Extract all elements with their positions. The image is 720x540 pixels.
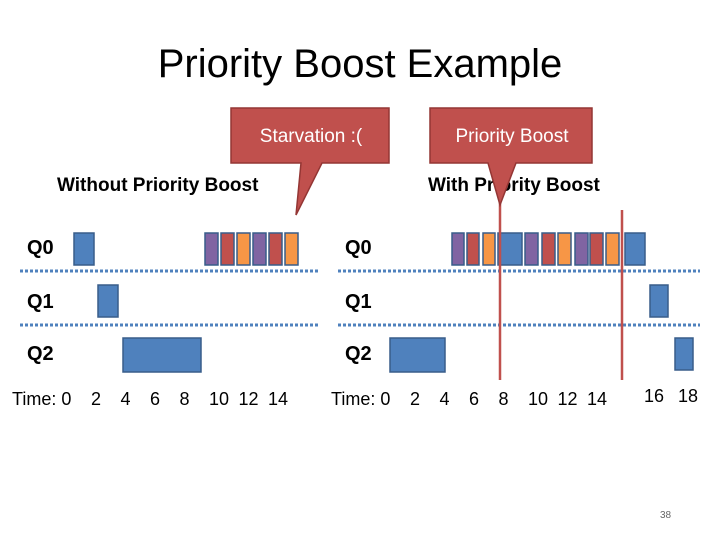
time-tick-label: 4 [120, 389, 131, 409]
job-block [589, 232, 604, 266]
job-block [466, 232, 480, 266]
right-q1-label: Q1 [345, 291, 372, 313]
slide-number: 38 [660, 510, 672, 521]
starvation-callout-text: Starvation :( [259, 126, 363, 147]
time-tick-label: 12 [557, 389, 578, 409]
boost-callout-shape [429, 107, 593, 208]
right-q0-label: Q0 [345, 237, 372, 259]
job-block [284, 232, 299, 266]
left-subtitle: Without Priority Boost [57, 175, 259, 196]
left-q2-label: Q2 [27, 343, 54, 365]
time-tick-label: 16 [644, 386, 665, 406]
job-block [557, 232, 572, 266]
job-block [541, 232, 556, 266]
time-tick-label: 2 [91, 389, 102, 409]
job-block [649, 284, 669, 318]
time-tick-label: 14 [587, 389, 608, 409]
right-q2-label: Q2 [345, 343, 372, 365]
time-tick-label: 14 [268, 389, 289, 409]
job-block [624, 232, 646, 266]
time-tick-label: 8 [179, 389, 190, 409]
time-tick-label: 10 [209, 389, 230, 409]
job-block [674, 337, 694, 371]
job-block [204, 232, 219, 266]
job-block [451, 232, 465, 266]
job-block [122, 337, 202, 373]
job-block [220, 232, 235, 266]
left-q0-label: Q0 [27, 237, 54, 259]
slide-title: Priority Boost Example [157, 42, 563, 86]
job-block [574, 232, 589, 266]
time-tick-label: 8 [498, 389, 509, 409]
starvation-callout-shape [230, 107, 390, 216]
boost-callout-text: Priority Boost [455, 126, 569, 147]
job-block [389, 337, 446, 373]
job-block [482, 232, 496, 266]
time-tick-label: 6 [469, 389, 480, 409]
job-block [524, 232, 539, 266]
time-tick-label: 18 [678, 386, 699, 406]
time-tick-label: 10 [528, 389, 549, 409]
time-tick-label: 12 [238, 389, 259, 409]
time-tick-label: 2 [410, 389, 421, 409]
job-block [236, 232, 251, 266]
job-block [268, 232, 283, 266]
job-block [252, 232, 267, 266]
left-q1-label: Q1 [27, 291, 54, 313]
time-tick-label: 6 [150, 389, 161, 409]
time-tick-label: 4 [439, 389, 450, 409]
left-time-prefix: Time: 0 [12, 389, 72, 409]
right-subtitle: With Priority Boost [428, 175, 600, 196]
job-block [97, 284, 119, 318]
right-time-prefix: Time: 0 [331, 389, 391, 409]
job-block [605, 232, 620, 266]
job-block [497, 232, 523, 266]
job-block [73, 232, 95, 266]
